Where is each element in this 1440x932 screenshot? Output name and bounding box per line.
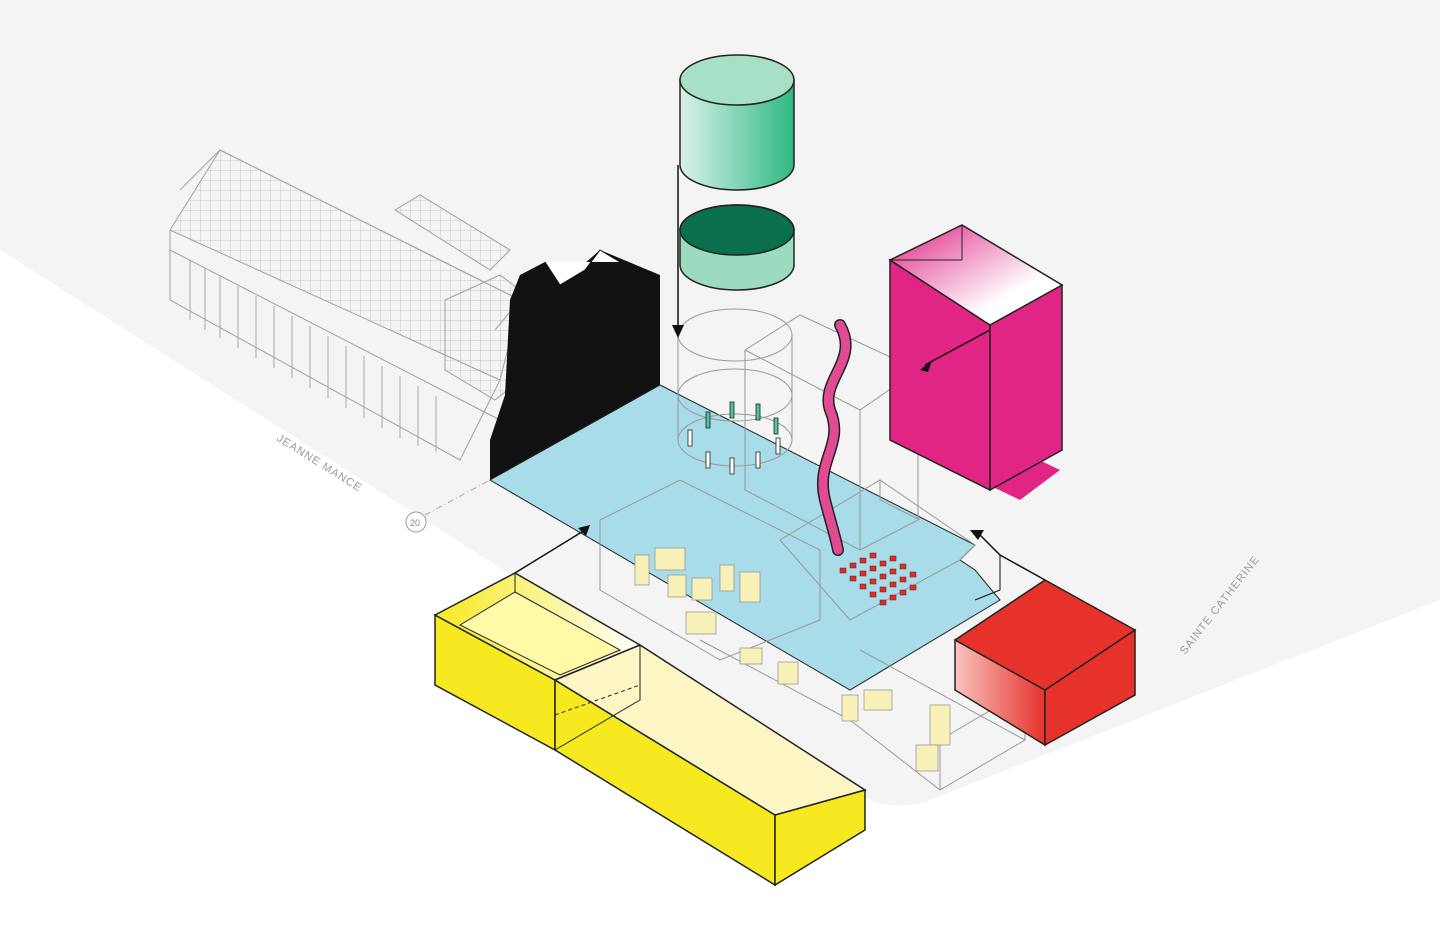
route-marker: 20 (405, 479, 491, 533)
tower-arrow (924, 329, 991, 366)
column-ring (687, 401, 781, 475)
plaza-blue (488, 384, 1001, 691)
yellow-block (433, 572, 867, 887)
red-block (953, 579, 1137, 747)
black-facade (490, 250, 660, 480)
seating-grid (839, 552, 917, 606)
small-volumes (634, 547, 951, 772)
yellow-block-arrow (514, 529, 586, 574)
magenta-tower (888, 224, 1064, 500)
green-cylinder (679, 54, 795, 291)
route-marker-label: 20 (410, 518, 420, 528)
